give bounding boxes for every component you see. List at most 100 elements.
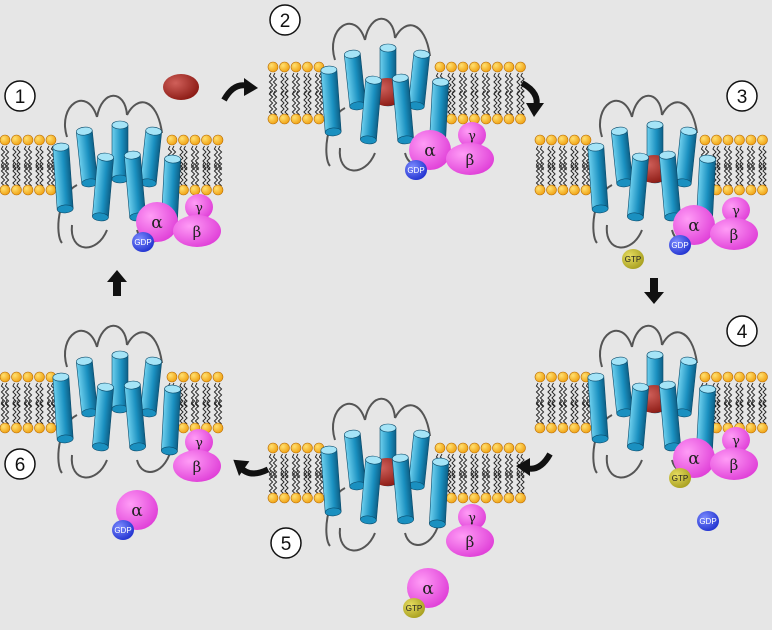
helix: [392, 453, 414, 525]
cycle-arrow: [107, 270, 127, 296]
helix: [139, 356, 163, 418]
gdp-molecule: [112, 520, 134, 540]
cycle-arrow: [516, 452, 553, 476]
step-number-circle: [4, 80, 36, 112]
gamma-label: γ: [468, 129, 476, 144]
helix: [320, 65, 342, 137]
alpha-subunit: [673, 205, 715, 245]
step-6-panel: γβ 6: [0, 324, 224, 482]
helix: [124, 150, 146, 222]
gamma-label: γ: [468, 511, 476, 526]
beta-subunit: [710, 448, 758, 480]
step-number: 5: [281, 534, 292, 555]
gtp-molecule: [403, 598, 425, 618]
helix: [52, 372, 74, 444]
alpha-label: α: [688, 449, 700, 469]
alpha-label: α: [424, 141, 436, 161]
helix: [161, 384, 181, 456]
gdp-molecule: [405, 160, 427, 180]
gamma-subunit: [722, 197, 750, 223]
beta-label: β: [466, 151, 475, 169]
gdp-label: GDP: [407, 166, 424, 175]
gdp-label: GDP: [671, 241, 688, 250]
gtp-label: GTP: [672, 474, 688, 483]
helix: [92, 382, 114, 452]
gtp-label: GTP: [625, 255, 641, 264]
alpha-label: α: [422, 579, 434, 599]
helix: [587, 142, 609, 214]
gdp-molecule: [697, 511, 719, 531]
beta-subunit: [710, 218, 758, 250]
gamma-subunit: [185, 429, 213, 455]
cycle-arrow: [221, 78, 258, 102]
gtp-molecule: [622, 249, 644, 269]
step-number-circle: [726, 315, 758, 347]
gamma-subunit: [458, 504, 486, 530]
step-number: 4: [737, 322, 748, 343]
step-number: 1: [15, 87, 26, 108]
helix: [392, 73, 414, 145]
helix: [360, 75, 382, 145]
helix: [674, 126, 698, 188]
helix: [343, 49, 367, 111]
gamma-label: γ: [195, 436, 203, 451]
helix: [52, 142, 74, 214]
helix: [627, 152, 649, 222]
beta-label: β: [466, 533, 475, 551]
helix: [610, 356, 634, 418]
helix: [360, 455, 382, 525]
gdp-label: GDP: [134, 238, 151, 247]
gdp-label: GDP: [699, 517, 716, 526]
step-number-circle: [4, 448, 36, 480]
alpha-subunit: [136, 202, 178, 242]
alpha-label: α: [131, 501, 143, 521]
helix: [92, 152, 114, 222]
beta-subunit: [173, 450, 221, 482]
helix: [124, 380, 146, 452]
alpha-label: α: [688, 216, 700, 236]
helix: [627, 382, 649, 452]
beta-label: β: [193, 223, 202, 241]
alpha-subunit: [407, 568, 449, 608]
helix: [407, 429, 431, 491]
gdp-label: GDP: [114, 526, 131, 535]
step-number-circle: [270, 527, 302, 559]
step-5-panel: γβ 5: [267, 397, 526, 559]
gamma-label: γ: [195, 201, 203, 216]
beta-subunit: [173, 215, 221, 247]
step-number: 2: [280, 11, 291, 32]
beta-label: β: [730, 226, 739, 244]
gdp-molecule: [669, 235, 691, 255]
helix: [75, 356, 99, 418]
helix: [659, 380, 681, 452]
gtp-molecule: [669, 468, 691, 488]
helix: [111, 350, 129, 414]
step-number: 6: [15, 455, 26, 476]
helix: [75, 126, 99, 188]
helix: [674, 356, 698, 418]
helix: [587, 372, 609, 444]
cycle-arrow: [644, 278, 664, 304]
gamma-subunit: [722, 427, 750, 453]
beta-label: β: [193, 458, 202, 476]
step-number-circle: [726, 80, 758, 112]
gdp-molecule: [132, 232, 154, 252]
gamma-subunit: [458, 122, 486, 148]
cycle-arrow: [233, 459, 270, 477]
helix: [320, 445, 342, 517]
beta-subunit: [446, 143, 494, 175]
gamma-label: γ: [732, 204, 740, 219]
gamma-subunit: [185, 194, 213, 220]
alpha-label: α: [151, 213, 163, 233]
alpha-subunit: [409, 130, 451, 170]
ligand-free: [163, 74, 199, 100]
cycle-arrow: [520, 80, 544, 117]
gamma-label: γ: [732, 434, 740, 449]
helix: [407, 49, 431, 111]
